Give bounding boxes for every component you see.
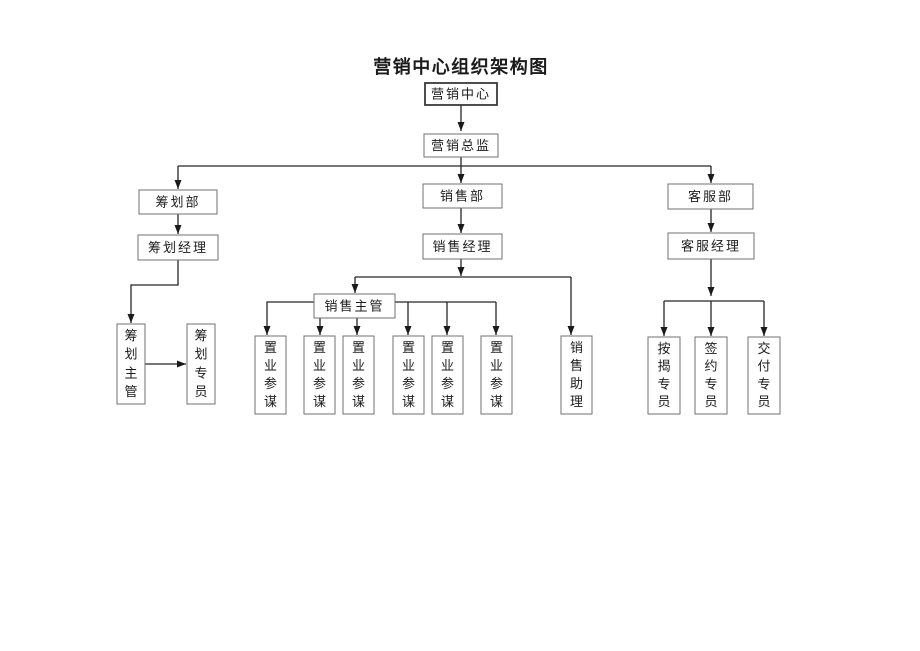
org-node-label: 筹划经理 <box>148 240 208 255</box>
org-node-planning-manager: 筹划经理 <box>137 234 219 261</box>
org-node-box <box>186 323 216 405</box>
org-node-box <box>560 335 593 415</box>
org-node-contract-specialist: 签约专员 <box>694 336 728 415</box>
org-node-property-consultant-2: 置业参谋 <box>303 335 336 415</box>
org-node-marketing-center: 营销中心 <box>424 82 498 106</box>
chart-title: 营销中心组织架构图 <box>373 56 549 77</box>
org-node-box <box>424 82 498 106</box>
org-node-label: 销售经理 <box>432 239 492 254</box>
org-node-box <box>313 293 396 319</box>
org-node-service-manager: 客服经理 <box>667 232 755 260</box>
org-node-planning-specialist: 筹划专员 <box>186 323 216 405</box>
org-node-box <box>647 336 681 415</box>
org-node-label: 营销总监 <box>431 138 491 153</box>
org-node-sales-assistant: 销售助理 <box>560 335 593 415</box>
org-node-box <box>480 335 513 415</box>
org-node-label: 筹划主管 <box>124 328 137 399</box>
org-node-label: 交付专员 <box>757 341 770 409</box>
org-node-box <box>303 335 336 415</box>
org-node-sales-manager: 销售经理 <box>422 233 503 260</box>
org-node-mortgage-specialist: 按揭专员 <box>647 336 681 415</box>
org-node-label: 销售助理 <box>570 340 583 409</box>
org-node-box <box>422 183 503 209</box>
org-node-box <box>138 189 218 215</box>
connector-line <box>127 260 179 323</box>
org-node-property-consultant-6: 置业参谋 <box>480 335 513 415</box>
org-node-box <box>423 133 499 158</box>
org-node-property-consultant-3: 置业参谋 <box>342 335 375 415</box>
org-node-label: 筹划专员 <box>194 328 207 399</box>
org-node-sales-dept: 销售部 <box>422 183 503 209</box>
org-node-box <box>342 335 375 415</box>
org-node-box <box>137 234 219 261</box>
org-node-service-dept: 客服部 <box>667 183 754 210</box>
org-node-label: 置业参谋 <box>402 340 415 409</box>
org-node-planning-supervisor: 筹划主管 <box>116 323 146 405</box>
org-node-label: 按揭专员 <box>657 341 670 409</box>
org-node-property-consultant-1: 置业参谋 <box>254 335 287 415</box>
org-node-label: 签约专员 <box>704 341 717 409</box>
org-node-sales-supervisor: 销售主管 <box>313 293 396 319</box>
org-node-label: 销售主管 <box>324 299 384 314</box>
org-node-box <box>422 233 503 260</box>
org-node-label: 营销中心 <box>431 87 491 102</box>
org-node-box <box>392 335 425 415</box>
org-node-label: 置业参谋 <box>490 340 503 409</box>
org-node-label: 客服部 <box>688 189 733 204</box>
connector-lines <box>127 105 768 368</box>
org-node-delivery-specialist: 交付专员 <box>747 336 781 415</box>
org-node-label: 置业参谋 <box>313 340 326 409</box>
org-node-box <box>116 323 146 405</box>
org-node-label: 置业参谋 <box>352 340 365 409</box>
connector-line <box>263 301 314 335</box>
org-node-planning-dept: 筹划部 <box>138 189 218 215</box>
org-node-property-consultant-5: 置业参谋 <box>431 335 464 415</box>
org-node-box <box>254 335 287 415</box>
org-node-label: 销售部 <box>440 189 485 204</box>
org-node-label: 置业参谋 <box>441 340 454 409</box>
org-node-box <box>747 336 781 415</box>
org-node-property-consultant-4: 置业参谋 <box>392 335 425 415</box>
org-node-box <box>667 232 755 260</box>
org-node-box <box>694 336 728 415</box>
org-node-label: 筹划部 <box>155 195 200 210</box>
org-node-box <box>667 183 754 210</box>
org-node-label: 置业参谋 <box>264 340 277 409</box>
org-node-marketing-director: 营销总监 <box>423 133 499 158</box>
org-node-box <box>431 335 464 415</box>
org-node-label: 客服经理 <box>681 239 741 254</box>
